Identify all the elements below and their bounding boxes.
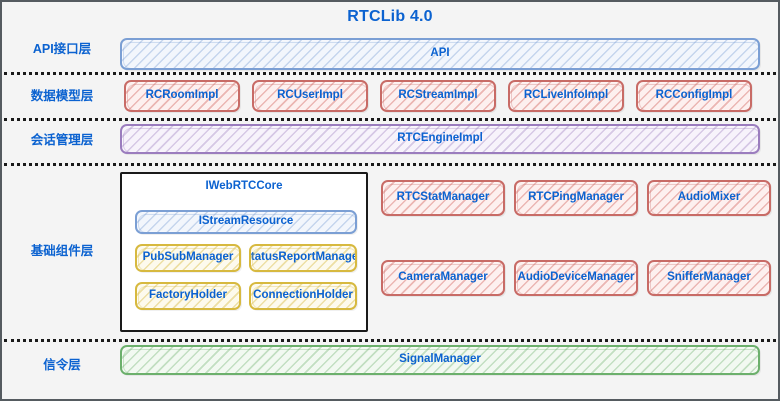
- box-label: CameraManager: [398, 271, 488, 284]
- layer-label-data-model: 数据模型层: [30, 89, 94, 103]
- layer-label-session: 会话管理层: [30, 133, 94, 147]
- box-label: RCLiveInfoImpl: [523, 89, 609, 102]
- layer-divider-1: [4, 72, 776, 75]
- core-box-statusreportmanager[interactable]: StatusReportManager: [249, 244, 357, 272]
- layer-label-signal: 信令层: [43, 358, 81, 372]
- layer-divider-4: [4, 339, 776, 342]
- manager-box-cameramanager[interactable]: CameraManager: [381, 260, 505, 296]
- box-label: AudioMixer: [677, 191, 741, 204]
- box-label: IStreamResource: [198, 215, 294, 228]
- istreamresource-box[interactable]: IStreamResource: [135, 210, 357, 234]
- box-label: AudioDeviceManager: [517, 271, 635, 284]
- box-label: FactoryHolder: [149, 289, 227, 302]
- manager-box-sniffermanager[interactable]: SnifferManager: [647, 260, 771, 296]
- data-model-box-rcliveinfoimpl[interactable]: RCLiveInfoImpl: [508, 80, 624, 112]
- layer-label-api: API接口层: [32, 42, 92, 56]
- signal-box-signalmanager[interactable]: SignalManager: [120, 345, 760, 375]
- api-box[interactable]: API: [120, 38, 760, 70]
- box-label: RCStreamImpl: [398, 89, 478, 102]
- data-model-box-rcstreamimpl[interactable]: RCStreamImpl: [380, 80, 496, 112]
- data-model-box-rcroomimpl[interactable]: RCRoomImpl: [124, 80, 240, 112]
- box-label: ConnectionHolder: [253, 289, 353, 302]
- box-label: RTCPingManager: [528, 191, 624, 204]
- data-model-box-rcuserimpl[interactable]: RCUserImpl: [252, 80, 368, 112]
- iwebrtccore-container[interactable]: IWebRTCCore IStreamResource PubSubManage…: [120, 172, 368, 332]
- box-label: RCUserImpl: [277, 89, 343, 102]
- api-box-label: API: [430, 47, 450, 60]
- manager-box-rtcpingmanager[interactable]: RTCPingManager: [514, 180, 638, 216]
- layer-divider-3: [4, 163, 776, 166]
- box-label: SignalManager: [399, 353, 481, 366]
- core-box-connectionholder[interactable]: ConnectionHolder: [249, 282, 357, 310]
- layer-divider-2: [4, 118, 776, 121]
- box-label: RCRoomImpl: [145, 89, 219, 102]
- box-label: PubSubManager: [142, 251, 234, 264]
- manager-box-rtcstatmanager[interactable]: RTCStatManager: [381, 180, 505, 216]
- box-label: RTCStatManager: [396, 191, 490, 204]
- core-box-factoryholder[interactable]: FactoryHolder: [135, 282, 241, 310]
- manager-box-audiodevicemanager[interactable]: AudioDeviceManager: [514, 260, 638, 296]
- data-model-box-rcconfigimpl[interactable]: RCConfigImpl: [636, 80, 752, 112]
- manager-box-audiomixer[interactable]: AudioMixer: [647, 180, 771, 216]
- iwebrtccore-title: IWebRTCCore: [205, 180, 283, 192]
- layer-label-component: 基础组件层: [30, 244, 94, 258]
- session-box-rtcengineimpl[interactable]: RTCEngineImpl: [120, 124, 760, 154]
- diagram-title: RTCLib 4.0: [347, 8, 433, 25]
- box-label: StatusReportManager: [249, 251, 357, 264]
- box-label: SnifferManager: [667, 271, 751, 284]
- box-label: RTCEngineImpl: [397, 132, 483, 145]
- box-label: RCConfigImpl: [655, 89, 733, 102]
- core-box-pubsubmanager[interactable]: PubSubManager: [135, 244, 241, 272]
